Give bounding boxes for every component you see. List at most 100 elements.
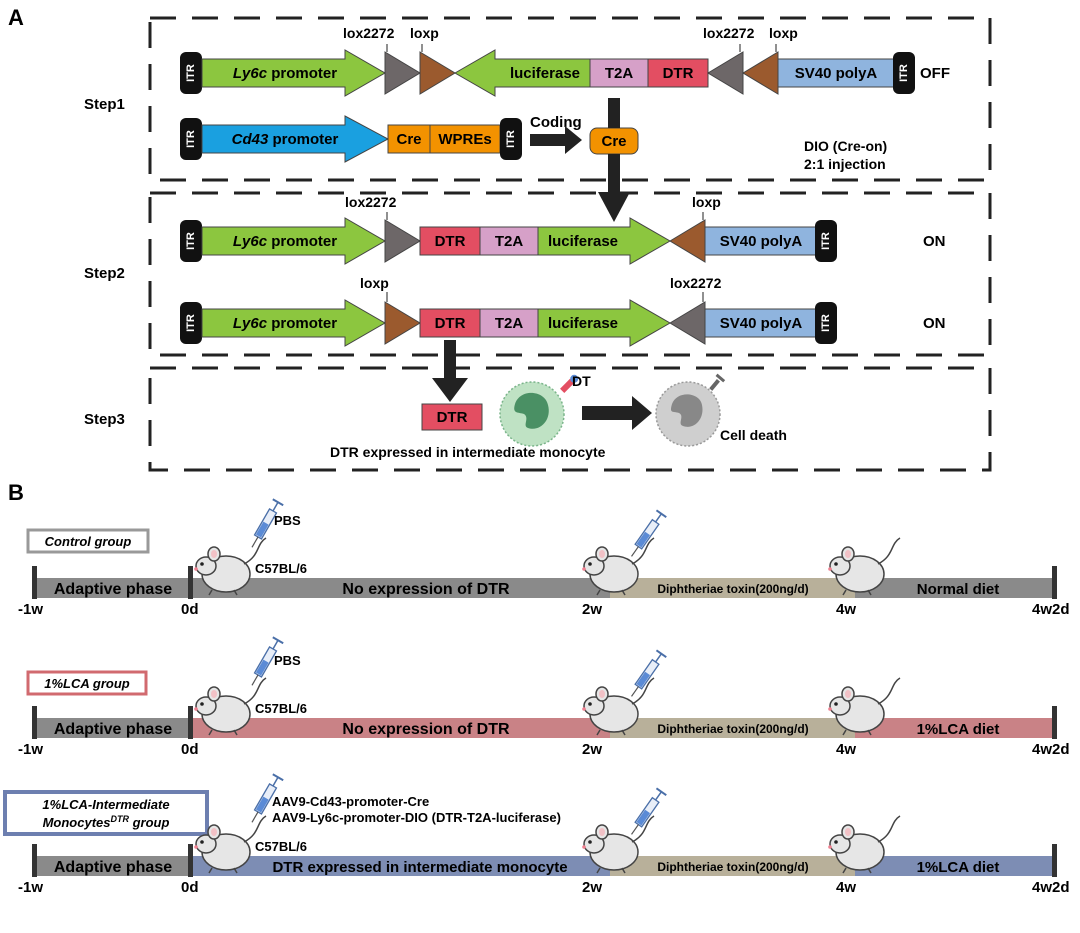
svg-text:AAV9-Ly6c-promoter-DIO (DTR-T2: AAV9-Ly6c-promoter-DIO (DTR-T2A-lucifera… (272, 810, 561, 825)
syringe-icon (625, 787, 668, 839)
svg-text:4w2d: 4w2d (1032, 601, 1070, 618)
cre-recombination-arrow (598, 98, 630, 222)
step1-label: Step1 (84, 96, 125, 113)
svg-text:ITR: ITR (898, 64, 910, 82)
svg-text:1%LCA diet: 1%LCA diet (917, 721, 1000, 738)
svg-text:2w: 2w (582, 601, 602, 618)
svg-text:-1w: -1w (18, 879, 43, 896)
dtr-block (647, 58, 709, 88)
cd43-promoter-arrow (201, 115, 390, 163)
monocyte-cell (499, 381, 565, 447)
svg-text:0d: 0d (181, 879, 199, 896)
svg-text:4w: 4w (836, 879, 856, 896)
svg-text:Cre: Cre (396, 131, 421, 148)
svg-text:ITR: ITR (185, 314, 197, 332)
wpres-block (429, 124, 501, 154)
svg-text:Normal diet: Normal diet (917, 581, 1000, 598)
step2-construct-on-1: ITR Ly6c promoter lox2272 DTR T2A lucife… (180, 194, 946, 265)
svg-text:ITR: ITR (185, 232, 197, 250)
loxp-label: loxp (410, 25, 439, 41)
timeline-control: Control group Adaptive phase No expressi… (18, 498, 1070, 618)
dead-dt-icon (709, 373, 726, 391)
coding-arrow (530, 126, 582, 154)
svg-text:PBS: PBS (274, 653, 301, 668)
svg-text:No expression of DTR: No expression of DTR (342, 581, 510, 598)
svg-text:luciferase: luciferase (548, 315, 618, 332)
svg-text:Adaptive phase: Adaptive phase (54, 581, 172, 598)
svg-text:1%LCA-Intermediate: 1%LCA-Intermediate (42, 797, 169, 812)
lca-group-box (26, 670, 148, 696)
lox2272-triangle (384, 51, 421, 95)
on-label-2: ON (923, 315, 946, 332)
svg-text:Adaptive phase: Adaptive phase (54, 721, 172, 738)
timeline-im-dtr: 1%LCA-Intermediate MonocytesDTR group Ad… (3, 773, 1070, 896)
expression-arrow-shaft (444, 340, 456, 380)
t2a-block (589, 58, 649, 88)
dt-syringe-icon (560, 374, 579, 393)
svg-text:luciferase: luciferase (548, 233, 618, 250)
svg-text:0d: 0d (181, 601, 199, 618)
dt-label: DT (572, 373, 591, 389)
svg-text:loxp: loxp (692, 194, 721, 210)
step1-frame (148, 16, 992, 182)
svg-text:Diphtheriae toxin(200ng/d): Diphtheriae toxin(200ng/d) (657, 582, 808, 596)
svg-text:Adaptive phase: Adaptive phase (54, 859, 172, 876)
svg-text:lox2272: lox2272 (345, 194, 397, 210)
svg-text:1%LCA group: 1%LCA group (44, 676, 130, 691)
svg-text:DTR expressed in intermediate: DTR expressed in intermediate monocyte (272, 859, 567, 876)
svg-text:loxp: loxp (360, 275, 389, 291)
svg-text:AAV9-Cd43-promoter-Cre: AAV9-Cd43-promoter-Cre (272, 794, 429, 809)
ly6c-promoter-arrow (201, 49, 387, 97)
svg-text:T2A: T2A (495, 315, 524, 332)
svg-text:DTR: DTR (663, 65, 694, 82)
im-group-box (3, 790, 209, 836)
svg-text:C57BL/6: C57BL/6 (255, 561, 307, 576)
timeline-lca: 1%LCA group Adaptive phase No expression… (18, 636, 1070, 758)
svg-text:T2A: T2A (605, 65, 634, 82)
svg-text:Diphtheriae toxin(200ng/d): Diphtheriae toxin(200ng/d) (657, 860, 808, 874)
panel-a-label: A (8, 5, 24, 30)
svg-text:Ly6c promoter: Ly6c promoter (233, 233, 337, 250)
step3-content: DTR DT Cell death DTR expressed in inter… (330, 340, 787, 460)
svg-text:-1w: -1w (18, 601, 43, 618)
svg-text:ITR: ITR (185, 64, 197, 82)
svg-text:DTR: DTR (435, 315, 466, 332)
coding-label: Coding (530, 114, 582, 131)
svg-text:0d: 0d (181, 741, 199, 758)
svg-text:1%LCA diet: 1%LCA diet (917, 859, 1000, 876)
svg-text:Cd43 promoter: Cd43 promoter (232, 131, 339, 148)
step1-construct-off: ITR Ly6c promoter lox2272 loxp luciferas… (180, 25, 950, 97)
dtr-protein (421, 403, 483, 431)
svg-text:C57BL/6: C57BL/6 (255, 701, 307, 716)
dio-label-2: 2:1 injection (804, 156, 886, 172)
step2-frame (148, 191, 992, 357)
svg-text:ITR: ITR (505, 130, 517, 148)
cell-death-label: Cell death (720, 427, 787, 443)
svg-text:C57BL/6: C57BL/6 (255, 839, 307, 854)
svg-text:Cre: Cre (601, 133, 626, 150)
svg-text:Control group: Control group (45, 534, 132, 549)
dead-cell (655, 381, 721, 447)
step1-construct-cre: ITR Cd43 promoter Cre WPREs ITR Coding C… (180, 114, 887, 172)
control-group-box (26, 528, 150, 554)
svg-text:4w2d: 4w2d (1032, 879, 1070, 896)
svg-text:DTR: DTR (435, 233, 466, 250)
svg-text:lox2272: lox2272 (703, 25, 755, 41)
cre-block (387, 124, 431, 154)
on-label-1: ON (923, 233, 946, 250)
dio-label-1: DIO (Cre-on) (804, 138, 887, 154)
svg-text:Ly6c promoter: Ly6c promoter (233, 315, 337, 332)
svg-text:ITR: ITR (820, 232, 832, 250)
panel-b-label: B (8, 480, 24, 505)
svg-text:MonocytesDTR group: MonocytesDTR group (43, 814, 170, 830)
death-arrow (582, 396, 652, 430)
svg-text:SV40 polyA: SV40 polyA (720, 233, 803, 250)
step3-label: Step3 (84, 411, 125, 428)
svg-text:2w: 2w (582, 741, 602, 758)
svg-text:T2A: T2A (495, 233, 524, 250)
itr-block (180, 52, 202, 94)
off-label: OFF (920, 65, 950, 82)
svg-text:Diphtheriae toxin(200ng/d): Diphtheriae toxin(200ng/d) (657, 722, 808, 736)
ly6c-promoter-label: Ly6c promoter (233, 65, 337, 82)
